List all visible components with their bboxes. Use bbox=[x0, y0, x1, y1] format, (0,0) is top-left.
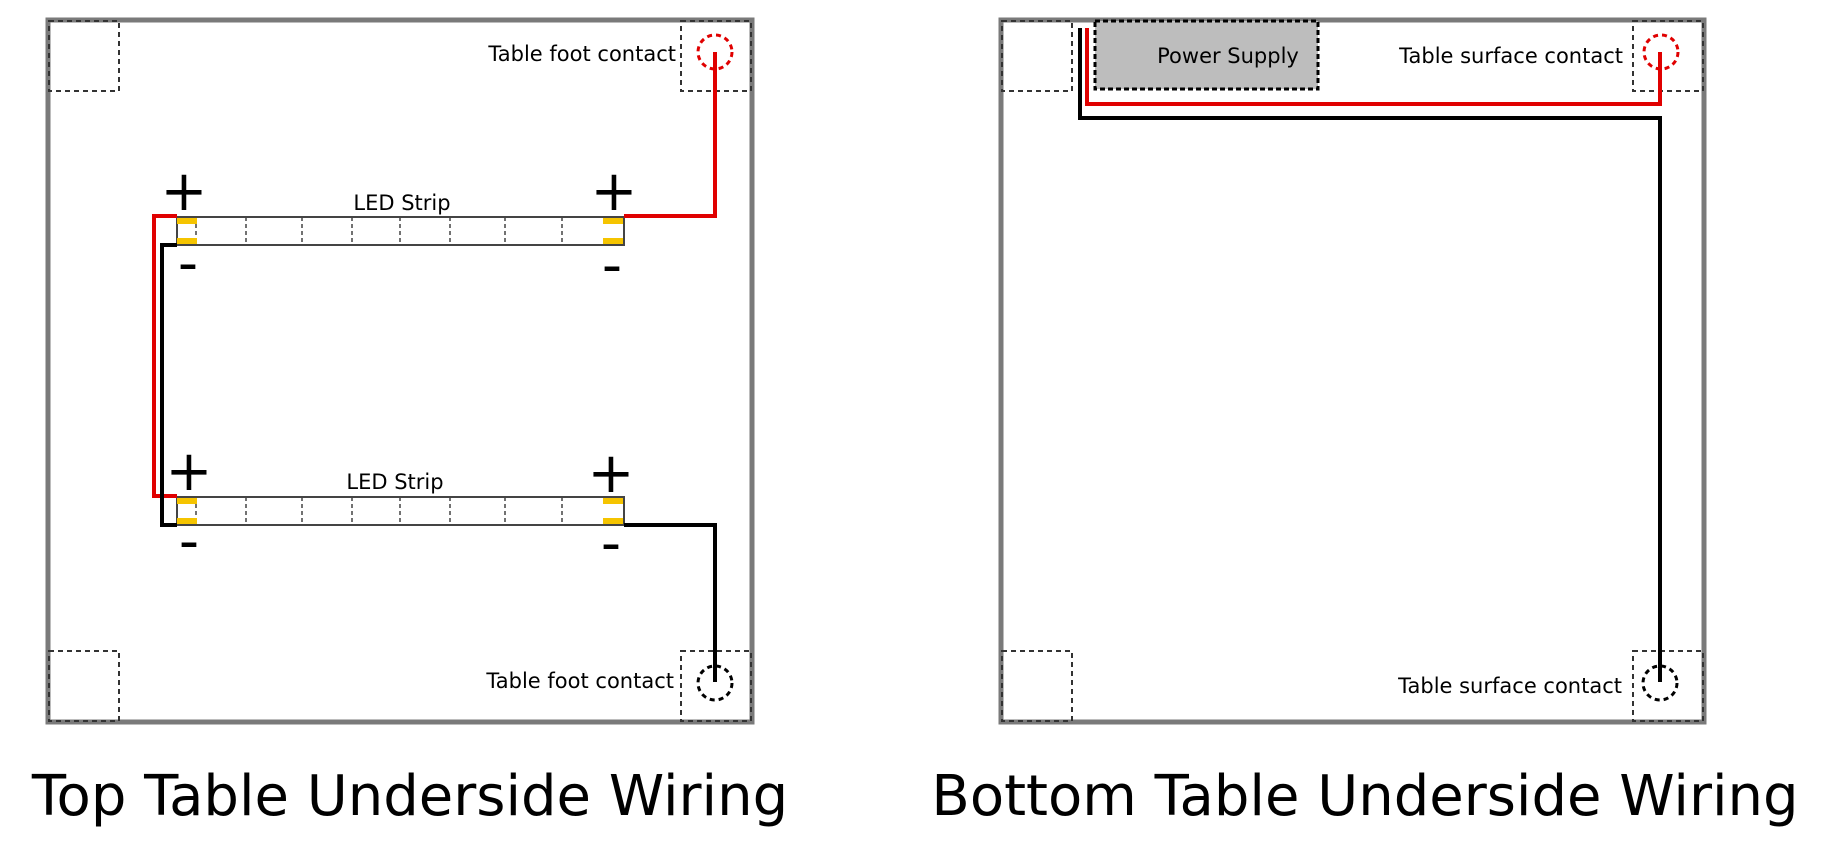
table-surface-contact-top-label: Table surface contact bbox=[1398, 44, 1623, 68]
led-pad bbox=[603, 518, 623, 524]
table-foot-contact-bottom-label: Table foot contact bbox=[485, 669, 674, 693]
negative-contact-circle bbox=[1641, 664, 1679, 702]
top-table-title: Top Table Underside Wiring bbox=[31, 764, 788, 829]
plus-sign: + bbox=[161, 159, 208, 224]
led-strip-upper bbox=[176, 216, 625, 246]
corner-foot-top-left bbox=[48, 20, 120, 92]
led-pad bbox=[603, 238, 623, 244]
top-table-panel: + + - - + + - - LED Strip LED Strip Tabl… bbox=[31, 17, 788, 829]
plus-sign: + bbox=[591, 159, 638, 224]
bottom-table-frame bbox=[998, 17, 1707, 725]
led-pad bbox=[177, 518, 197, 524]
bottom-table-panel: Power Supply Table surface contact Table… bbox=[931, 17, 1799, 829]
negative-contact-circle bbox=[696, 664, 734, 702]
power-supply-label: Power Supply bbox=[1157, 44, 1299, 68]
negative-wire-bottom-strip-to-contact bbox=[624, 523, 717, 682]
positive-contact-circle bbox=[1642, 33, 1680, 71]
plus-sign: + bbox=[588, 441, 635, 506]
plus-sign: + bbox=[166, 439, 213, 504]
minus-sign: - bbox=[601, 511, 621, 576]
minus-sign: - bbox=[178, 231, 198, 296]
power-supply-box bbox=[1093, 19, 1320, 91]
negative-wire-supply-to-contact bbox=[1078, 28, 1662, 682]
positive-contact-circle bbox=[696, 33, 734, 71]
positive-wire-strip-link bbox=[152, 214, 177, 498]
led-strip-lower-label: LED Strip bbox=[346, 470, 443, 494]
bottom-table-title: Bottom Table Underside Wiring bbox=[931, 764, 1798, 829]
negative-wire-strip-link bbox=[160, 243, 177, 527]
corner-foot-bottom-right bbox=[680, 650, 752, 722]
led-pad bbox=[177, 498, 197, 504]
positive-wire-supply-to-contact bbox=[1085, 28, 1662, 106]
corner-foot-bottom-left bbox=[48, 650, 120, 722]
corner-foot-bottom-left bbox=[1001, 650, 1073, 722]
top-table-frame bbox=[45, 17, 755, 725]
minus-sign: - bbox=[179, 509, 199, 574]
led-strip-upper-label: LED Strip bbox=[353, 191, 450, 215]
corner-foot-top-right bbox=[1632, 20, 1704, 92]
led-pad bbox=[177, 238, 197, 244]
table-surface-contact-bottom-label: Table surface contact bbox=[1397, 674, 1622, 698]
positive-wire-top-strip-to-contact bbox=[624, 52, 717, 218]
led-pad bbox=[603, 218, 623, 224]
minus-sign: - bbox=[602, 233, 622, 298]
led-pad bbox=[177, 218, 197, 224]
led-pad bbox=[603, 498, 623, 504]
table-foot-contact-top-label: Table foot contact bbox=[487, 42, 676, 66]
corner-foot-bottom-right bbox=[1632, 650, 1704, 722]
corner-foot-top-left bbox=[1001, 20, 1073, 92]
led-strip-lower bbox=[176, 496, 625, 526]
